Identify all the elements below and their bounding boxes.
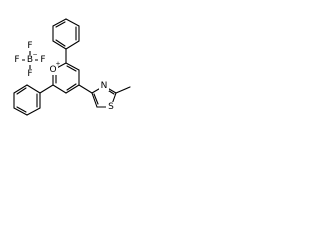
bond-c2-c3 bbox=[65, 62, 80, 71]
bond-c4-c5 bbox=[65, 84, 80, 94]
fluorine-left-atom-label: F bbox=[14, 55, 19, 65]
boron-atom-label: B bbox=[27, 55, 33, 65]
double-bond-c2-c3 bbox=[66, 65, 77, 72]
phenyl-ring-top bbox=[52, 18, 80, 64]
phenyl-ring-bottom bbox=[13, 84, 54, 116]
nitrogen-atom-label: N bbox=[101, 81, 108, 91]
bond-methyl bbox=[115, 86, 131, 94]
bond-c6-phenyl-bottom bbox=[39, 84, 54, 94]
double-bond-c4-c5 bbox=[66, 83, 77, 91]
fluorine-bottom-atom-label: F bbox=[27, 69, 32, 79]
bond-c4-thiazole bbox=[78, 84, 93, 94]
sulfur-atom-label: S bbox=[108, 102, 114, 112]
boron-charge-label: − bbox=[32, 52, 37, 59]
fluorine-top-atom-label: F bbox=[27, 41, 32, 51]
tetrafluoroborate-anion: B − F F F F bbox=[12, 41, 48, 79]
fluorine-right-atom-label: F bbox=[40, 55, 45, 65]
chemical-structure-diagram: B − F F F F O + bbox=[12, 18, 131, 116]
oxygen-atom-label: O bbox=[49, 65, 56, 75]
oxygen-charge-label: + bbox=[55, 61, 60, 68]
bond-c5-c6 bbox=[52, 84, 67, 94]
